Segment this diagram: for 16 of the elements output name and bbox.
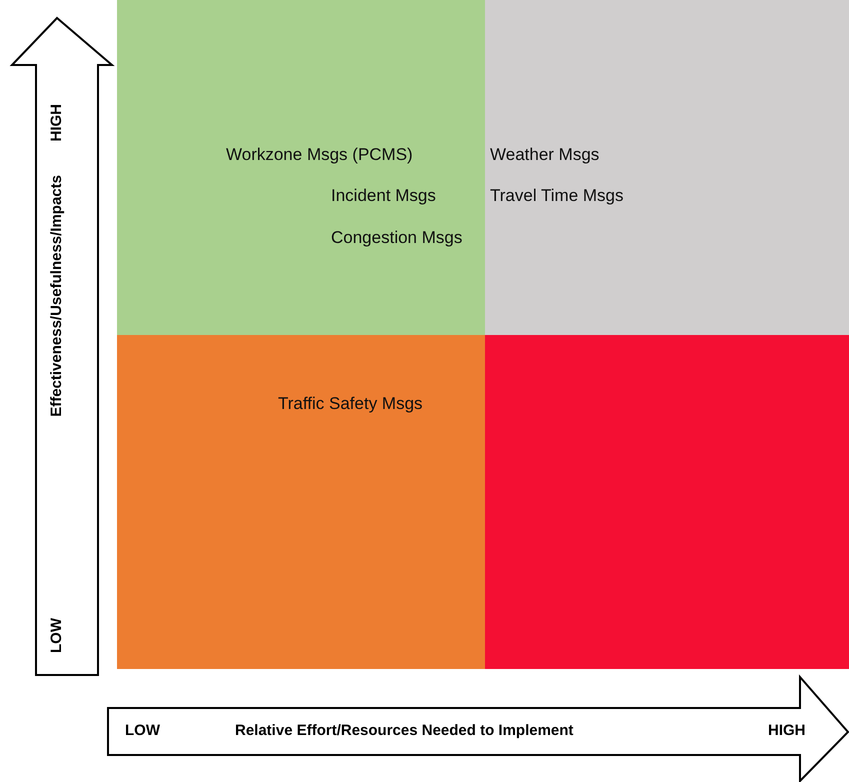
- axis-end-label: HIGH: [768, 722, 806, 739]
- axis-title: Relative Effort/Resources Needed to Implement: [235, 722, 574, 739]
- message-label: Travel Time Msgs: [490, 186, 624, 206]
- quadrant-panel: [117, 0, 485, 335]
- message-label: Workzone Msgs (PCMS): [226, 145, 413, 165]
- axis-end-label: LOW: [125, 722, 160, 739]
- quadrant-panel: [485, 0, 849, 335]
- message-label: Congestion Msgs: [331, 228, 462, 248]
- axis-end-label: LOW: [48, 618, 65, 653]
- message-label: Incident Msgs: [331, 186, 436, 206]
- axis-end-label: HIGH: [48, 104, 65, 142]
- axis-title: Effectiveness/Usefulness/Impacts: [48, 175, 65, 417]
- quadrant-panel: [117, 335, 485, 669]
- message-label: Traffic Safety Msgs: [278, 394, 423, 414]
- message-label: Weather Msgs: [490, 145, 600, 165]
- quadrant-panel: [485, 335, 849, 669]
